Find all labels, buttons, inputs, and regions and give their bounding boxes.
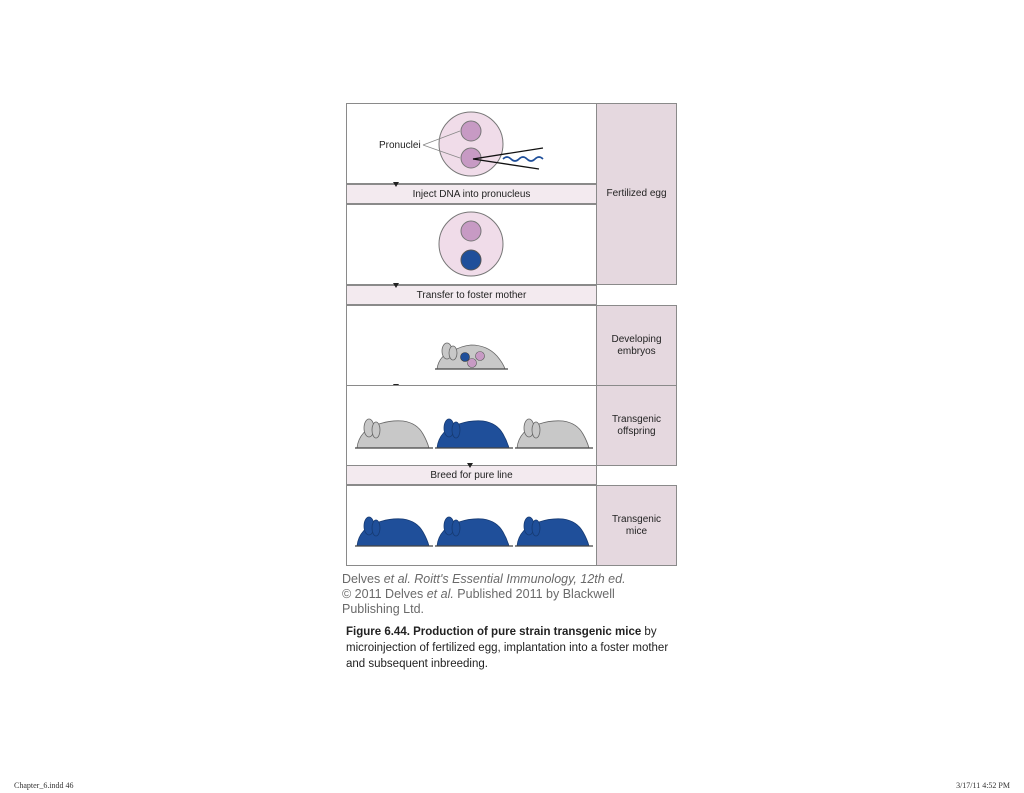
panel-foster-mother <box>346 305 597 386</box>
mouse-blue-icon <box>435 516 513 547</box>
arrow-down-icon <box>393 283 399 288</box>
arrow-down-icon <box>467 463 473 468</box>
foster-mother-illustration <box>435 342 508 370</box>
pronucleus-normal <box>460 220 482 242</box>
stage-transgenic-offspring-label: Transgenic offspring <box>611 413 662 437</box>
panel-transgenic-mice <box>346 485 597 566</box>
stage-fertilized-egg-label: Fertilized egg <box>606 188 667 199</box>
credit-text: Published 2011 by Blackwell <box>453 587 615 601</box>
micropipette-upper <box>472 147 544 160</box>
egg-cell <box>438 211 504 277</box>
mouse-gray-icon <box>515 418 593 449</box>
caption-body: by microinjection of fertilized egg, imp… <box>346 626 669 670</box>
step-breed-pure-line: Breed for pure line <box>346 465 597 485</box>
panel-egg-injection: Pronuclei <box>346 103 597 184</box>
transgenic-mice-figure: Pronuclei Inject DNA into pronucleus Tra… <box>346 103 677 566</box>
credit-book-title: Roitt's Essential Immunology, 12th ed. <box>410 572 626 586</box>
footer-left: Chapter_6.indd 46 <box>14 781 74 790</box>
embryo-transgenic <box>460 352 470 362</box>
embryo-normal <box>475 351 485 361</box>
caption-title: Figure 6.44. Production of pure strain t… <box>346 626 642 638</box>
pronuclei-label: Pronuclei <box>379 140 421 151</box>
offspring-illustration <box>355 418 593 449</box>
mouse-blue-icon <box>515 516 593 547</box>
stage-transgenic-mice-label: Transgenic mice <box>611 513 662 537</box>
embryo-normal <box>467 358 477 368</box>
mouse-blue-icon <box>435 418 513 449</box>
step-inject-dna: Inject DNA into pronucleus <box>346 184 597 204</box>
credit-line-3: Publishing Ltd. <box>342 602 425 616</box>
arrow-down-icon <box>393 182 399 187</box>
figure-caption: Figure 6.44. Production of pure strain t… <box>346 624 686 672</box>
transgenic-mice-illustration <box>355 516 593 547</box>
credit-et-al: et al. <box>426 587 454 601</box>
mouse-gray-icon <box>435 342 508 370</box>
panel-offspring <box>346 385 597 466</box>
credit-line-2: © 2011 Delves et al. Published 2011 by B… <box>342 587 682 602</box>
credit-text: Delves <box>342 572 384 586</box>
micropipette-lower <box>472 158 540 170</box>
step-transfer-foster: Transfer to foster mother <box>346 285 597 305</box>
pronucleus-transgenic <box>460 249 482 271</box>
pronucleus-top <box>460 120 482 142</box>
step-breed-pure-line-label: Breed for pure line <box>430 469 513 481</box>
step-transfer-foster-label: Transfer to foster mother <box>416 289 527 301</box>
panel-injected-egg <box>346 204 597 285</box>
figure-credit: Delves et al. Roitt's Essential Immunolo… <box>342 572 682 617</box>
footer-right: 3/17/11 4:52 PM <box>956 781 1010 790</box>
credit-text: © 2011 Delves <box>342 587 427 601</box>
stage-transgenic-offspring: Transgenic offspring <box>596 385 677 466</box>
pointer-line-bottom <box>422 144 461 159</box>
stage-transgenic-mice: Transgenic mice <box>596 485 677 566</box>
mouse-blue-icon <box>355 516 433 547</box>
injected-egg-illustration <box>438 211 504 277</box>
credit-line-1: Delves et al. Roitt's Essential Immunolo… <box>342 572 682 587</box>
stage-developing-embryos-label: Developing embryos <box>611 333 662 357</box>
step-inject-dna-label: Inject DNA into pronucleus <box>412 188 531 200</box>
egg-injection-illustration: Pronuclei <box>379 111 544 177</box>
egg-cell <box>438 111 504 177</box>
pointer-line-top <box>422 130 461 146</box>
stage-developing-embryos: Developing embryos <box>596 305 677 386</box>
stage-fertilized-egg: Fertilized egg <box>596 103 677 285</box>
credit-et-al: et al. <box>383 572 411 586</box>
mouse-gray-icon <box>355 418 433 449</box>
dna-strand <box>502 156 544 162</box>
